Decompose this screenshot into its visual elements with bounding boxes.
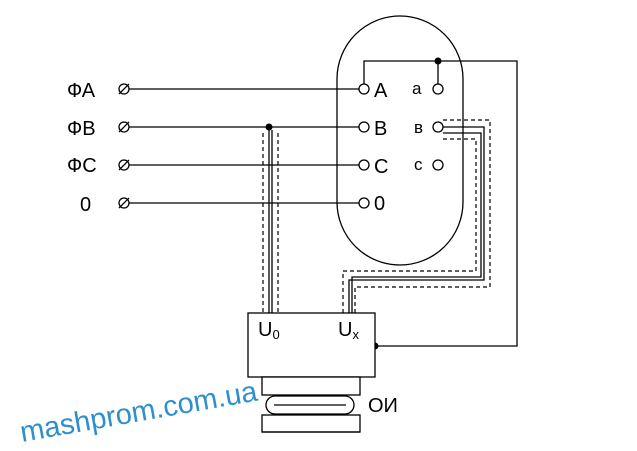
label-u0: U0 xyxy=(258,319,280,342)
input-label-phase-c: ФС xyxy=(67,155,97,177)
ground-plate xyxy=(261,414,361,433)
terminal-primary-c xyxy=(358,159,370,171)
label-secondary-b: в xyxy=(414,118,423,137)
input-label-neutral: 0 xyxy=(80,194,91,216)
input-terminal-phase-c xyxy=(118,159,130,171)
terminal-primary-a xyxy=(358,83,370,95)
input-terminal-neutral xyxy=(118,197,130,209)
label-test-object: ОИ xyxy=(368,395,398,417)
terminal-secondary-a xyxy=(432,83,444,95)
label-primary-b: B xyxy=(374,118,387,140)
input-terminal-phase-a xyxy=(118,83,130,95)
wire-a-to-ux xyxy=(375,60,518,347)
terminal-secondary-b xyxy=(432,121,444,133)
input-label-phase-a: ФА xyxy=(67,80,96,102)
label-primary-0: 0 xyxy=(374,193,385,215)
input-label-phase-b: ФВ xyxy=(67,118,96,140)
terminal-primary-0 xyxy=(358,197,370,209)
terminal-primary-b xyxy=(358,121,370,133)
label-primary-a: A xyxy=(374,80,388,102)
label-primary-c: C xyxy=(374,156,388,178)
wire-b-secondary-return xyxy=(351,132,482,313)
watermark-text: mashprom.com.ua xyxy=(18,376,261,449)
shield-ux-outer xyxy=(354,119,491,313)
label-secondary-c: c xyxy=(414,155,423,174)
input-terminal-phase-b xyxy=(118,121,130,133)
terminal-secondary-c xyxy=(432,159,444,171)
label-ux: Ux xyxy=(338,319,359,342)
label-secondary-a: a xyxy=(412,79,422,98)
shield-ux-inner xyxy=(342,138,477,313)
device-base xyxy=(261,376,361,396)
jumper-a-to-a xyxy=(363,60,439,84)
wire-b-secondary-to-ux xyxy=(348,126,485,313)
winding-block-outline xyxy=(336,15,464,266)
